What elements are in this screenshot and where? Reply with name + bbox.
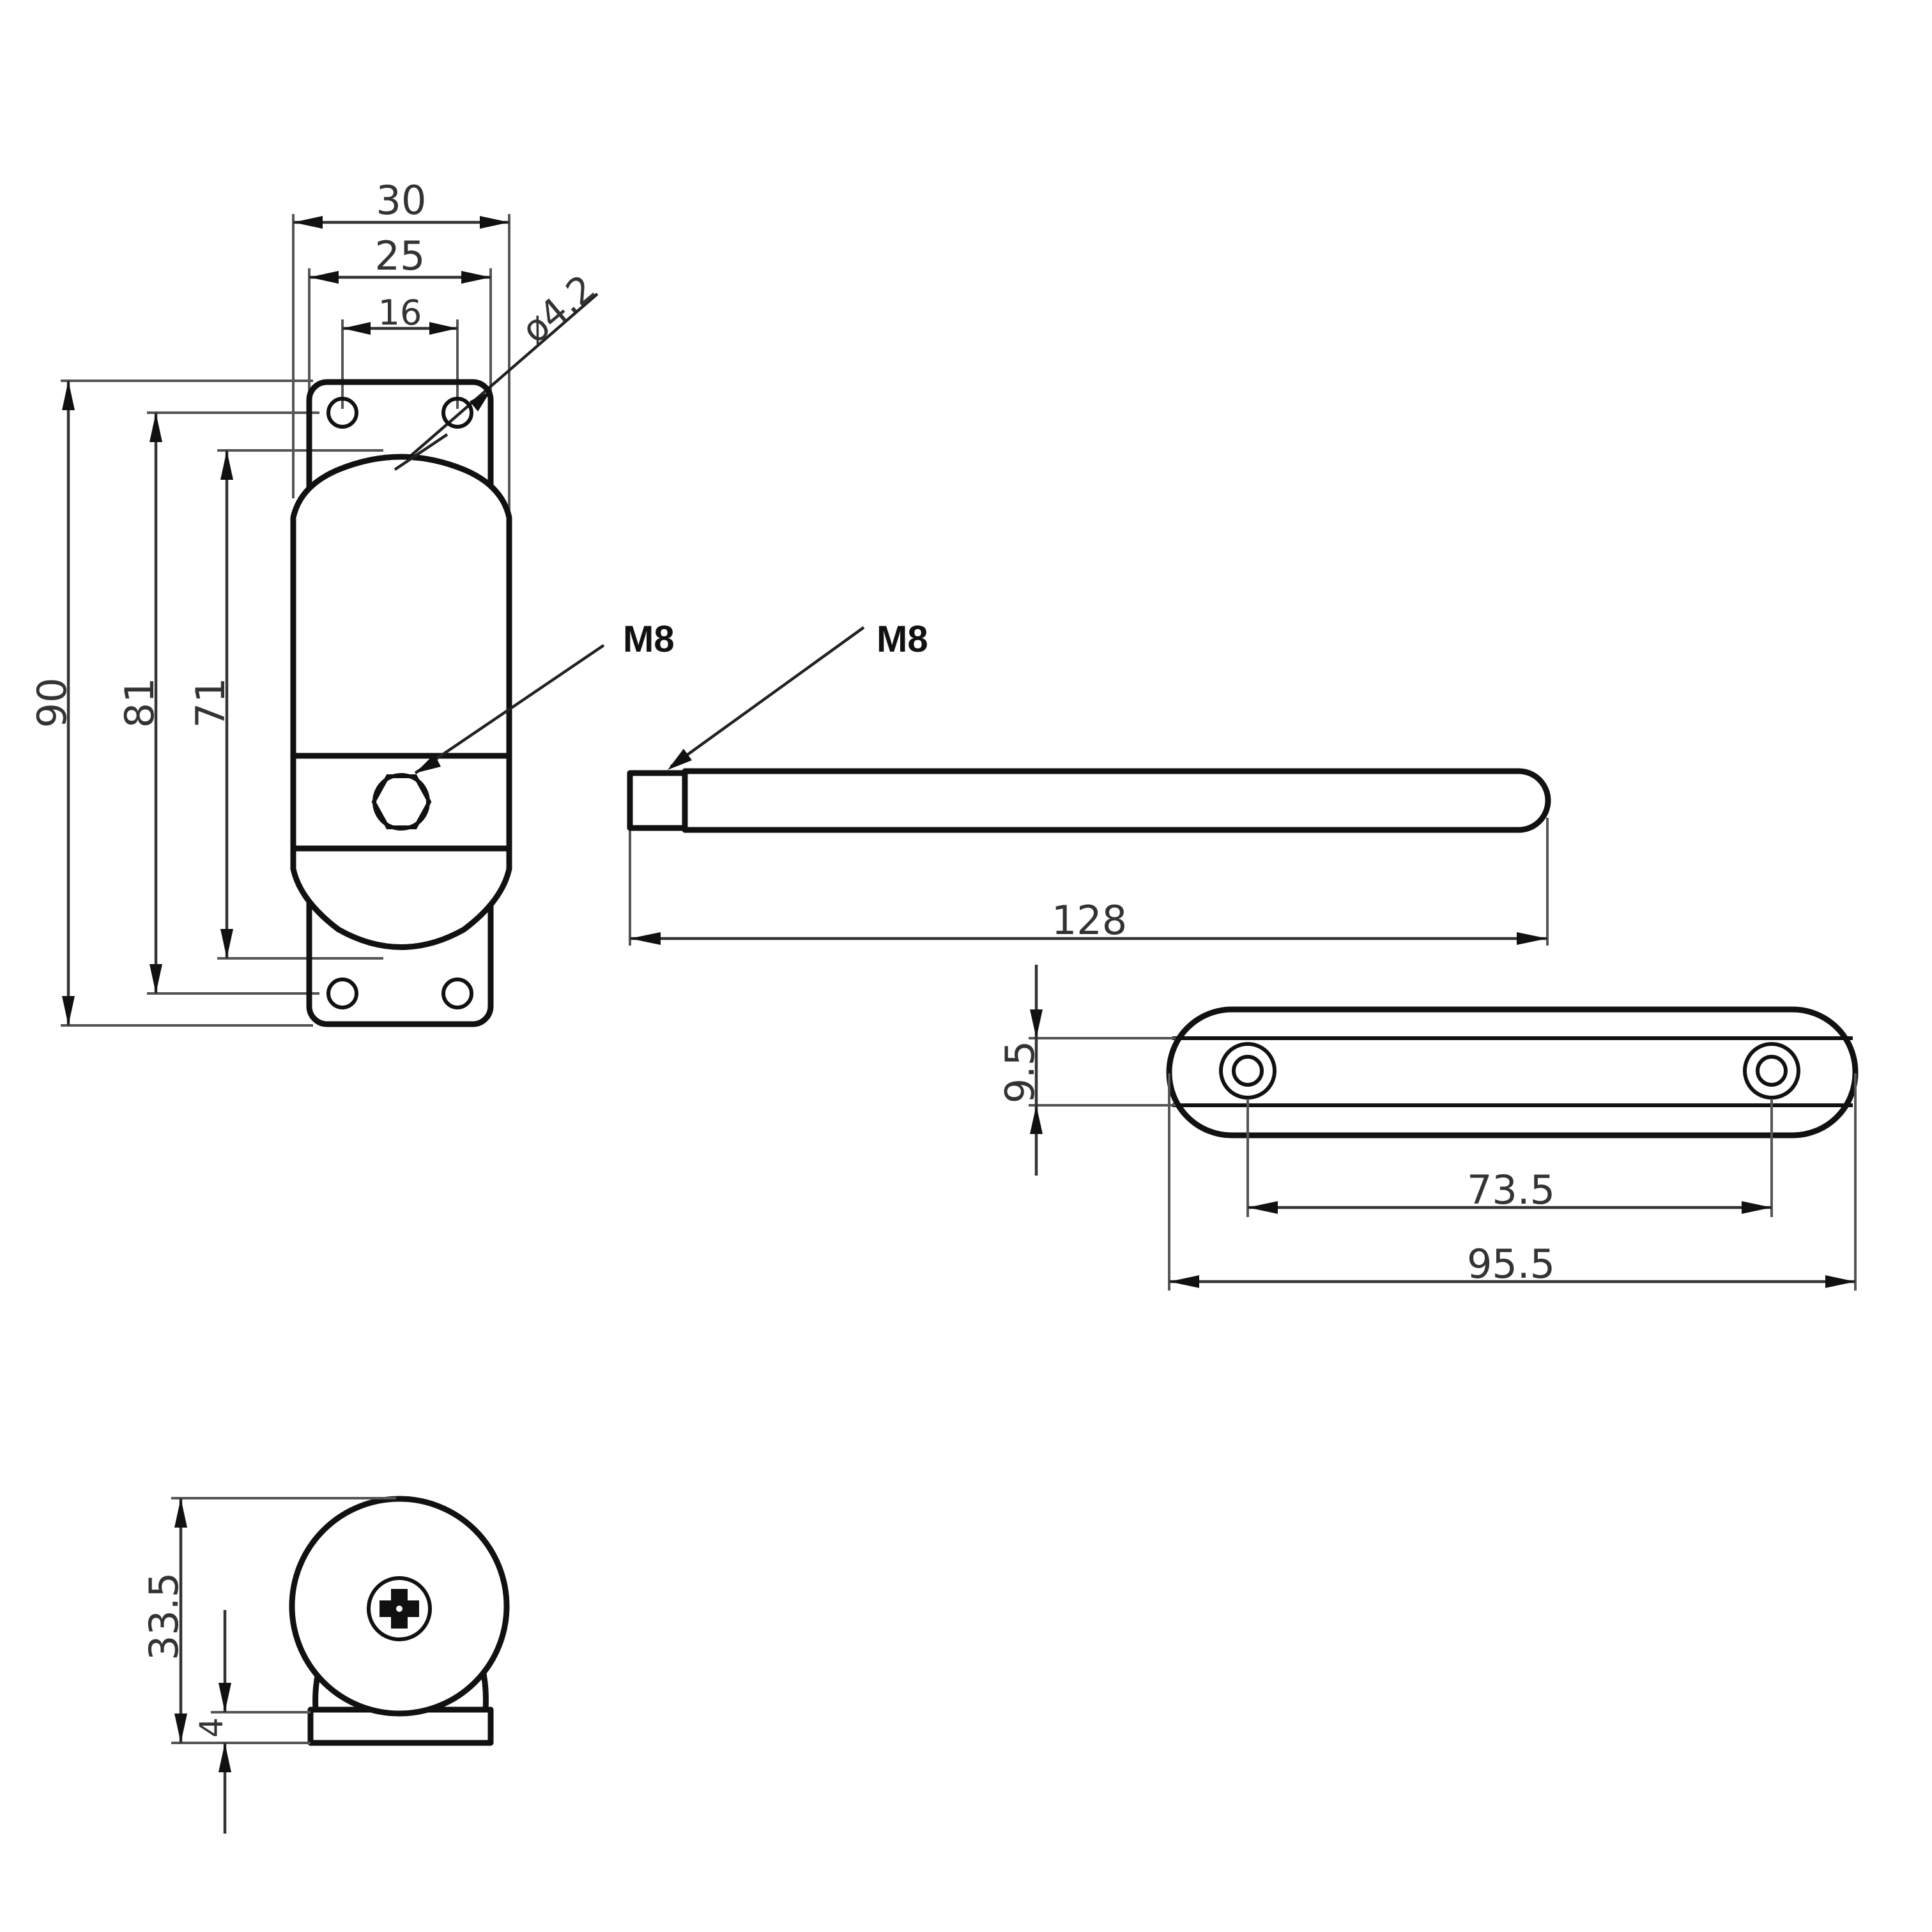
- dim-label-diameter: ø4.2: [513, 266, 604, 352]
- dimension-hole-spacing: 16: [342, 293, 457, 335]
- end-view: 33.5 4: [141, 1496, 510, 1834]
- mounting-hole: [441, 397, 473, 429]
- dim-label-81: 81: [116, 678, 163, 728]
- dimension-overall-height: 90: [29, 381, 75, 1025]
- closer-body: [290, 454, 512, 950]
- dimension-end-height: 33.5: [141, 1498, 187, 1743]
- dim-label-9-5: 9.5: [997, 1041, 1043, 1104]
- dimension-overall-width: 30: [293, 177, 509, 229]
- dimension-arm-width: 9.5: [997, 965, 1043, 1176]
- dimension-body-height: 71: [187, 450, 234, 958]
- dim-label-95-5: 95.5: [1467, 1241, 1555, 1287]
- front-view: 30 25 16 ø4.2: [29, 177, 675, 1027]
- phillips-screw-icon: [367, 1576, 432, 1641]
- dimension-plate-thickness: 4: [193, 1610, 231, 1834]
- arm-hole-inner: [1756, 1055, 1788, 1087]
- arm-hole-inner: [1232, 1055, 1264, 1087]
- mounting-hole: [326, 977, 358, 1009]
- arm-side-view: M8 128: [627, 618, 1551, 946]
- dim-label-128: 128: [1052, 897, 1127, 944]
- dim-label-16: 16: [378, 293, 422, 333]
- dimension-hole-diameter: ø4.2: [394, 266, 604, 471]
- dim-label-73-5: 73.5: [1467, 1167, 1555, 1213]
- dimension-arm-length: 128: [630, 897, 1547, 945]
- dim-label-4: 4: [193, 1717, 230, 1738]
- arm-hole-outer: [1219, 1042, 1276, 1100]
- dim-label-25: 25: [375, 233, 425, 279]
- arm-square-end: [627, 770, 688, 831]
- thread-callout-arm: M8: [877, 618, 928, 660]
- dim-label-90: 90: [29, 678, 75, 728]
- dimension-hole-center-height: 81: [116, 413, 163, 993]
- dimension-arm-overall-length: 95.5: [1169, 1241, 1855, 1288]
- thread-callout-body: M8: [623, 618, 675, 660]
- mounting-hole: [441, 977, 473, 1009]
- dimension-arm-hole-spacing: 73.5: [1248, 1167, 1772, 1214]
- mounting-hole: [326, 397, 358, 429]
- dim-label-33-5: 33.5: [141, 1572, 187, 1660]
- arm-outline: [1166, 1006, 1859, 1138]
- arm-bar: [682, 768, 1551, 833]
- dim-label-71: 71: [187, 678, 234, 728]
- dim-label-30: 30: [376, 177, 427, 224]
- dimension-body-width: 25: [309, 233, 491, 284]
- arm-hole-outer: [1743, 1042, 1800, 1100]
- arm-top-view: 9.5 73.5 95.5: [997, 965, 1859, 1291]
